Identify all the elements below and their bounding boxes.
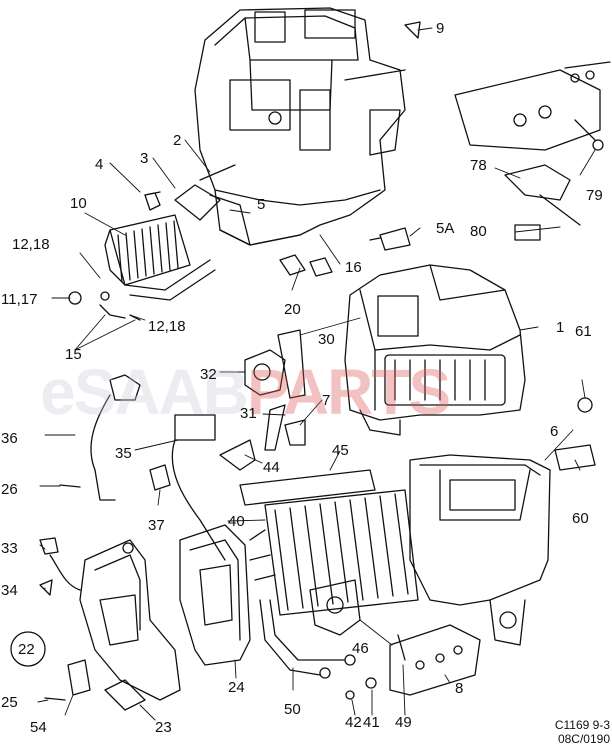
callout-50: 50 <box>284 701 301 718</box>
actuator-link <box>277 329 306 399</box>
callout-3: 3 <box>140 150 149 167</box>
callout-16: 16 <box>345 259 362 276</box>
callout-8: 8 <box>455 680 464 697</box>
callout-78: 78 <box>470 157 487 174</box>
callout-12-18-bottom: 12,18 <box>148 318 186 335</box>
refrigerant-pipe <box>259 599 321 676</box>
clip-20a <box>279 254 306 276</box>
mounting-bracket-assembly <box>454 61 611 226</box>
callout-20: 20 <box>284 301 301 318</box>
callout-4: 4 <box>95 156 104 173</box>
callout-60: 60 <box>572 510 589 527</box>
callout-5: 5 <box>257 196 266 213</box>
callout-31: 31 <box>240 405 257 422</box>
callout-32: 32 <box>200 366 217 383</box>
seal-41 <box>365 677 377 689</box>
duct-bracket <box>389 624 481 696</box>
callout-36: 36 <box>1 430 18 447</box>
callout-7: 7 <box>322 392 331 409</box>
wiring-connector <box>109 374 141 401</box>
callout-37: 37 <box>148 517 165 534</box>
clip-20b <box>309 257 333 277</box>
blower-resistor <box>174 184 221 221</box>
callout-23: 23 <box>155 719 172 736</box>
callout-46: 46 <box>352 640 369 657</box>
callout-5a: 5A <box>436 220 455 237</box>
screw-61 <box>577 397 593 413</box>
esaabparts-watermark: eSAABPARTS <box>40 355 451 429</box>
callout-34: 34 <box>1 582 18 599</box>
callout-42: 42 <box>345 714 362 731</box>
seal-60 <box>554 444 596 471</box>
callout-30: 30 <box>318 331 335 348</box>
clip-34 <box>39 579 53 596</box>
upper-heater-housing <box>194 7 406 246</box>
left-housing-cover <box>79 539 181 701</box>
callout-33: 33 <box>1 540 18 557</box>
callout-61: 61 <box>575 323 592 340</box>
bracket <box>219 439 256 471</box>
callout-11-17: 11,17 <box>1 291 38 308</box>
side-housing-cover <box>179 524 251 666</box>
callout-6: 6 <box>550 423 559 440</box>
callout-22: 22 <box>18 641 35 658</box>
callout-79: 79 <box>586 187 603 204</box>
sensor-33 <box>39 537 59 555</box>
watermark-prefix: eSAAB <box>40 356 249 428</box>
connector-5a <box>379 227 411 251</box>
callout-49: 49 <box>395 714 412 731</box>
leader-lines <box>37 27 596 721</box>
clip <box>149 464 171 491</box>
callout-9: 9 <box>436 20 445 37</box>
screw-49 <box>397 634 406 661</box>
callout-26: 26 <box>1 481 18 498</box>
lower-distribution-housing <box>409 454 551 646</box>
clip-54 <box>67 659 91 696</box>
sensor-module <box>174 414 216 441</box>
screw-25 <box>44 697 66 701</box>
callout-24: 24 <box>228 679 245 696</box>
callout-10: 10 <box>70 195 87 212</box>
callout-circle-22 <box>10 631 46 667</box>
callout-12-18-top: 12,18 <box>12 236 50 253</box>
callout-40: 40 <box>228 513 245 530</box>
drawing-code: C1169 9-3 08C/0190 <box>555 718 610 746</box>
callout-15: 15 <box>65 346 82 363</box>
evaporator-core <box>249 489 419 616</box>
callout-54: 54 <box>30 719 47 736</box>
callout-41: 41 <box>363 714 380 731</box>
seal-42 <box>345 690 355 700</box>
callout-1: 1 <box>556 319 565 336</box>
drawing-code-line-2: 08C/0190 <box>557 732 610 746</box>
actuator-motor <box>244 349 286 396</box>
callout-25: 25 <box>1 694 18 711</box>
callout-80: 80 <box>470 223 487 240</box>
callout-44: 44 <box>263 459 280 476</box>
callout-2: 2 <box>173 132 182 149</box>
callout-35: 35 <box>115 445 132 462</box>
expansion-valve-plate <box>309 579 361 636</box>
screw-26 <box>59 484 81 488</box>
blower-assembly <box>344 264 526 436</box>
screw-4 <box>144 192 161 211</box>
heater-core <box>104 214 216 301</box>
o-ring <box>68 291 82 305</box>
watermark-suffix: PARTS <box>246 356 451 428</box>
callout-45: 45 <box>332 442 349 459</box>
filter <box>239 469 376 506</box>
plate-23 <box>104 679 146 711</box>
screw-80 <box>514 224 541 241</box>
drawing-code-line-1: C1169 9-3 <box>554 718 610 732</box>
